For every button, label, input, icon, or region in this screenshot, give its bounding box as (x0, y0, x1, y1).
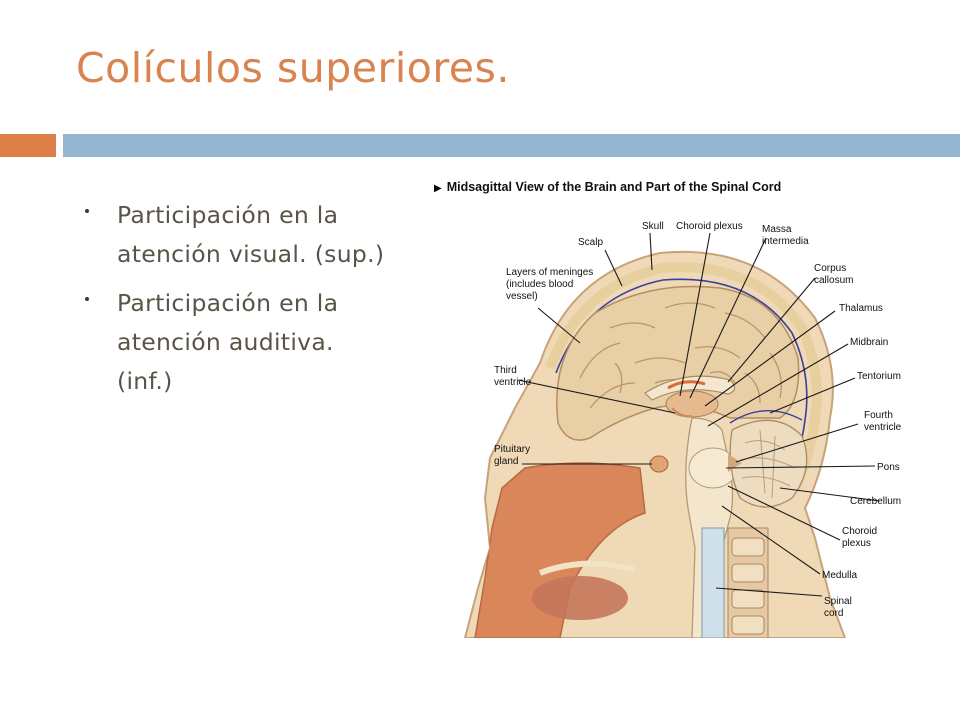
label-spinal-cord: Spinal cord (824, 596, 855, 619)
leader-lines (517, 232, 881, 597)
label-pituitary-gland: Pituitary gland (494, 444, 533, 467)
figure-title: Midsagittal View of the Brain and Part o… (446, 180, 782, 194)
label-scalp: Scalp (578, 237, 603, 248)
label-tentorium: Tentorium (857, 371, 901, 382)
label-choroid-plexus-lower: Choroid plexus (842, 526, 880, 549)
bullet-text: Participación en la atención auditiva. (… (117, 289, 339, 395)
label-corpus-callosum: Corpus callosum (814, 263, 853, 286)
brain-figure: ▶ Midsagittal View of the Brain and Part … (430, 168, 930, 638)
vertebral-column (701, 527, 769, 638)
label-third-ventricle: Third ventricle (494, 365, 532, 388)
bullet-item: Participación en la atención auditiva. (… (84, 284, 429, 401)
meninges-line (555, 278, 808, 487)
bullet-item: Participación en la atención visual. (su… (84, 196, 429, 274)
cerebral-gyri (579, 302, 782, 409)
label-thalamus: Thalamus (839, 303, 883, 314)
bullet-dot-icon (85, 209, 89, 213)
figure-caption: ▶ Midsagittal View of the Brain and Part … (434, 176, 781, 195)
slide-title: Colículos superiores. (76, 44, 510, 92)
label-skull: Skull (642, 221, 664, 232)
triangle-right-icon: ▶ (434, 183, 442, 194)
label-medulla: Medulla (822, 570, 857, 581)
brain-illustration: Skull Choroid plexus Scalp Massa interme… (463, 221, 902, 638)
accent-bar-orange (0, 134, 56, 157)
cerebellum-shape (729, 419, 808, 508)
tentorium-line (729, 410, 803, 424)
pituitary-shape (649, 455, 669, 473)
label-pons: Pons (877, 462, 900, 473)
label-choroid-plexus: Choroid plexus (676, 221, 743, 232)
bullet-text: Participación en la atención visual. (su… (117, 201, 385, 268)
label-midbrain: Midbrain (850, 337, 888, 348)
bullet-dot-icon (85, 297, 89, 301)
skull-shape (545, 262, 822, 491)
palate-shape (538, 560, 636, 576)
label-cerebellum: Cerebellum (850, 496, 901, 507)
label-fourth-ventricle: Fourth ventricle (864, 410, 902, 433)
label-massa-intermedia: Massa intermedia (762, 224, 809, 247)
tongue-shape (532, 576, 628, 620)
label-meninges: Layers of meninges (includes blood vesse… (506, 267, 596, 302)
accent-bar-blue (63, 134, 960, 157)
choroid-plexus-shape (667, 380, 706, 390)
third-ventricle-shape (671, 407, 693, 418)
bullet-list: Participación en la atención visual. (su… (84, 196, 429, 411)
